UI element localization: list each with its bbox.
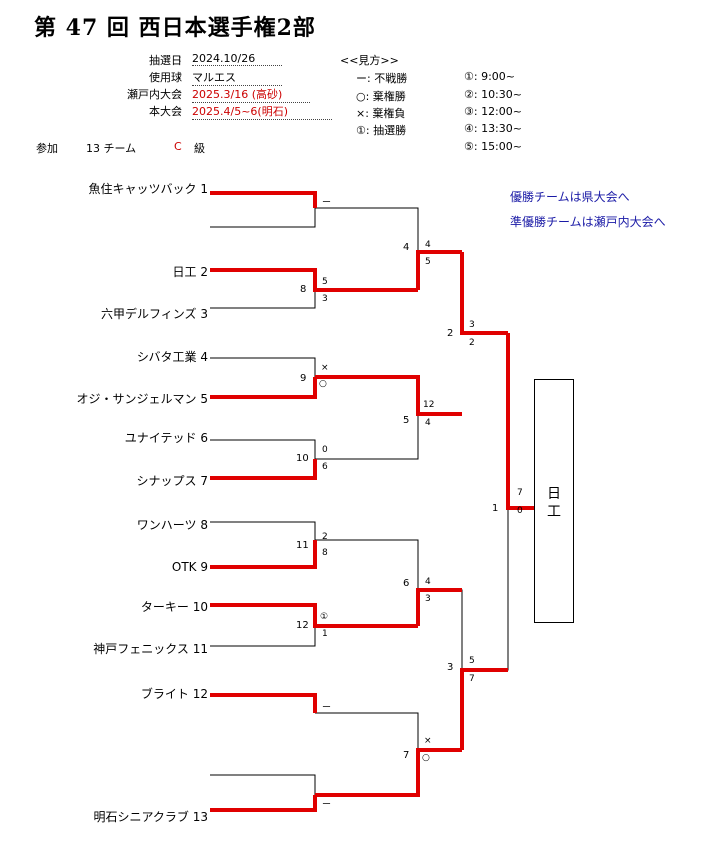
score: 5 — [322, 277, 328, 287]
team-6: ユナイテッド 6 — [124, 431, 208, 445]
legend-time-3: ③: 12:00~ — [464, 105, 522, 118]
score: × — [424, 736, 432, 746]
champion-name: 日工 — [547, 486, 561, 520]
score: ○ — [319, 379, 327, 389]
info-colon: : — [178, 52, 182, 65]
score: ○ — [422, 753, 430, 763]
champion-box — [534, 379, 574, 623]
match-number: 9 — [300, 373, 307, 384]
score: 4 — [425, 240, 431, 250]
score: 5 — [425, 257, 431, 267]
legend-time-1: ①: 9:00~ — [464, 70, 515, 83]
score-bye: ー — [322, 703, 332, 713]
info-value-main-event: 2025.4/5~6(明石) — [192, 103, 332, 120]
info-label-lottery-date: 抽選日 — [149, 54, 182, 67]
match-number: 11 — [296, 540, 309, 551]
score: 8 — [322, 548, 328, 558]
team-5: オジ・サンジェルマン 5 — [76, 392, 208, 406]
match-number: 3 — [447, 662, 454, 673]
match-number: 12 — [296, 620, 309, 631]
score: 12 — [423, 400, 435, 410]
score: 6 — [322, 462, 328, 472]
participation-teams: 13 チーム — [86, 142, 137, 155]
score-final: 7 — [517, 488, 523, 498]
info-colon: : — [178, 86, 182, 99]
participation-class-suffix: 級 — [194, 142, 205, 155]
score: 7 — [469, 674, 475, 684]
team-3: 六甲デルフィンズ 3 — [101, 307, 208, 321]
team-8: ワンハーツ 8 — [136, 518, 208, 532]
info-label-main-event: 本大会 — [149, 105, 182, 118]
match-number-final: 1 — [492, 503, 499, 514]
match-number: 7 — [403, 750, 410, 761]
match-number: 2 — [447, 328, 454, 339]
info-value-lottery-date: 2024.10/26 — [192, 52, 282, 66]
legend-heading: <<見方>> — [340, 54, 399, 67]
note-champion: 優勝チームは県大会へ — [510, 190, 630, 204]
score: 1 — [322, 629, 328, 639]
match-number: 8 — [300, 284, 307, 295]
page-title: 第 47 回 西日本選手権2部 — [34, 15, 316, 41]
score-bye: ー — [322, 800, 332, 810]
match-number: 6 — [403, 578, 410, 589]
score: 3 — [425, 594, 431, 604]
team-13: 明石シニアクラブ 13 — [93, 810, 209, 824]
info-value-setouchi: 2025.3/16 (高砂) — [192, 86, 310, 103]
info-colon: : — [178, 103, 182, 116]
note-runner-up: 準優勝チームは瀬戸内大会へ — [510, 215, 666, 229]
score: × — [321, 363, 329, 373]
info-label-ball: 使用球 — [149, 71, 182, 84]
score: 5 — [469, 656, 475, 666]
score: ① — [320, 612, 329, 622]
score: 2 — [469, 338, 475, 348]
team-4: シバタ工業 4 — [136, 350, 208, 364]
score: 4 — [425, 577, 431, 587]
legend-time-2: ②: 10:30~ — [464, 88, 522, 101]
score: 0 — [322, 445, 328, 455]
info-value-ball: マルエス — [192, 69, 282, 86]
legend-symbol-walkover: ー: 不戦勝 — [356, 72, 408, 85]
score: 3 — [469, 320, 475, 330]
match-number: 4 — [403, 242, 410, 253]
match-number: 10 — [296, 453, 309, 464]
team-7: シナップス 7 — [136, 474, 208, 488]
info-colon: : — [178, 69, 182, 82]
team-11: 神戸フェニックス 11 — [93, 642, 208, 656]
score: 3 — [322, 294, 328, 304]
match-number: 5 — [403, 415, 410, 426]
team-1: 魚住キャッツバック 1 — [88, 182, 208, 196]
score: 4 — [425, 418, 431, 428]
score: 2 — [322, 532, 328, 542]
legend-symbol-forfeit-loss: ×: 棄権負 — [356, 107, 406, 120]
score-final: 0 — [517, 506, 523, 516]
participation-label: 参加 — [36, 142, 58, 155]
team-9: OTK 9 — [171, 560, 208, 574]
legend-symbol-lottery-win: ①: 抽選勝 — [356, 124, 407, 137]
legend-time-4: ④: 13:30~ — [464, 122, 522, 135]
info-label-setouchi: 瀬戸内大会 — [127, 88, 182, 101]
legend-time-5: ⑤: 15:00~ — [464, 140, 522, 153]
legend-symbol-forfeit-win: ○: 棄権勝 — [356, 90, 406, 103]
participation-class-letter: C — [174, 140, 182, 153]
team-10: ターキー 10 — [140, 600, 208, 614]
team-12: ブライト 12 — [140, 687, 208, 701]
score-bye: ー — [322, 198, 332, 208]
team-2: 日工 2 — [172, 265, 208, 279]
